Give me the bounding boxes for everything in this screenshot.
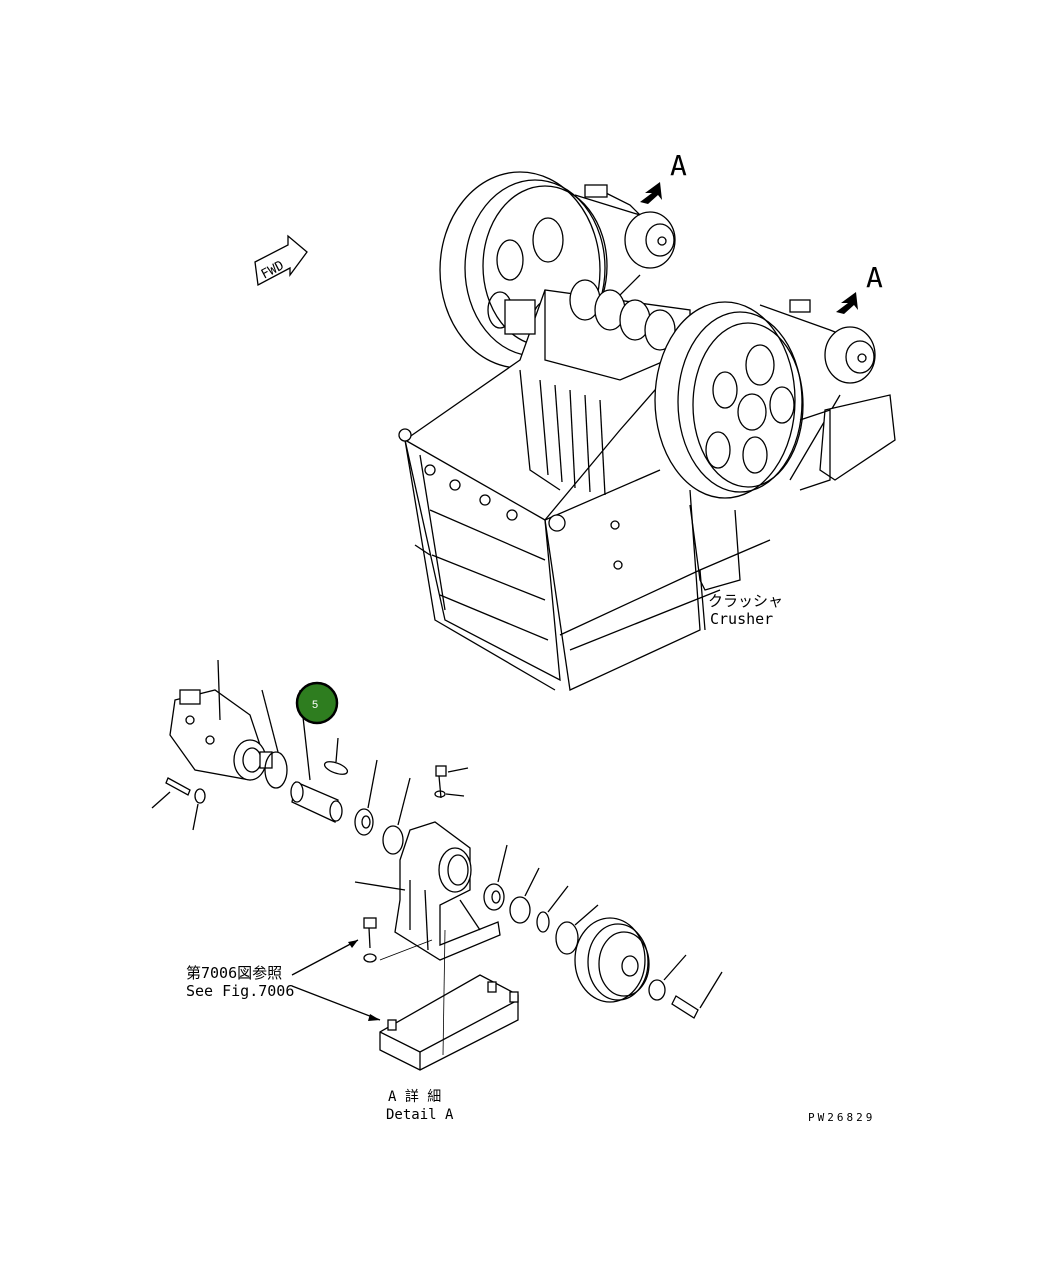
crusher-assembly: A A [398,149,896,691]
bolt-and-washer [151,777,206,831]
reference-arrows [291,939,381,1021]
front-motor-pulley [759,299,896,491]
base-plate [379,929,519,1071]
see-fig-label-en: See Fig.7006 [186,982,294,1000]
detail-label-jp: A 詳 細 [388,1089,441,1105]
callout-number: 5 [312,699,318,711]
base-bolt [363,917,377,963]
pulley [574,917,650,1003]
crusher-label-jp: クラッシャ [708,592,783,610]
view-a-label-top: A [670,149,687,182]
view-arrow-right [836,292,858,314]
shaft [290,689,343,823]
drawing-code: PW26829 [808,1111,875,1124]
bearing-left [354,759,378,836]
end-washer-and-bolt [648,954,723,1019]
front-flywheel [654,301,804,591]
fwd-indicator: FWD [254,234,308,287]
key [323,737,349,775]
crusher-label-en: Crusher [710,610,773,628]
top-bolt [434,765,469,799]
bearing-right [483,844,599,955]
see-fig-label-jp: 第7006図参照 [186,964,282,982]
bearing-housing [354,821,501,961]
view-a-label-right: A [866,261,883,294]
callout-circle[interactable] [295,681,339,725]
view-arrow-top [640,182,662,204]
hydraulic-motor [169,659,273,781]
bushing [382,777,411,855]
detail-label-en: Detail A [386,1107,454,1123]
o-ring [261,689,288,789]
callout-marker-5[interactable]: 5 [295,681,339,725]
crusher-body [398,279,771,691]
